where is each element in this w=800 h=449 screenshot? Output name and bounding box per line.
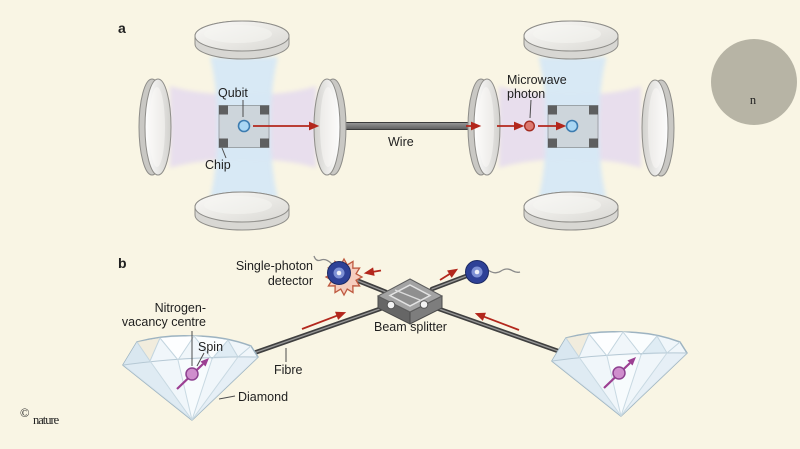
fibre-left [248, 302, 394, 357]
photon-arrows-a [253, 121, 566, 131]
qubit-dot-right [565, 119, 579, 133]
mirror-bottom-right-cavity [523, 191, 619, 231]
mirror-top-right-cavity [523, 20, 619, 60]
mirror-right-left-cavity [313, 78, 347, 176]
panel-a: a [118, 20, 675, 231]
single-photon-detector-2 [465, 260, 489, 284]
chip-label: Chip [205, 158, 231, 172]
nature-logo-letter: n [750, 93, 757, 107]
nv-centre-label-line2: vacancy centre [122, 315, 206, 329]
detector-2-wire [487, 268, 521, 274]
beam-splitter-label: Beam splitter [374, 320, 447, 334]
panel-b-letter: b [118, 255, 127, 271]
wire-label: Wire [388, 135, 414, 149]
diamond-label: Diamond [238, 390, 288, 404]
nature-wordmark: © nature [20, 406, 61, 427]
wire-bar [335, 122, 475, 130]
beam-splitter-cube [376, 278, 444, 325]
panel-b: b [118, 255, 688, 421]
mirror-right-right-cavity [641, 79, 675, 177]
detector-1-wire [313, 255, 333, 265]
mirror-top-left-cavity [194, 20, 290, 60]
microwave-photon-label-line1: Microwave [507, 73, 567, 87]
qubit-dot-left [237, 119, 251, 133]
fibre-label: Fibre [274, 363, 303, 377]
spin-dot-left [185, 367, 199, 381]
microwave-photon-label-line2: photon [507, 87, 545, 101]
diamond-leader-line [218, 395, 236, 400]
single-photon-detector-label-line1: Single-photon [236, 259, 313, 273]
wordmark-text: nature [33, 413, 60, 427]
photon-arrows-b [301, 265, 520, 331]
spin-leader-line [196, 352, 205, 367]
nature-logo: n [711, 39, 797, 125]
single-photon-detector-label-line2: detector [268, 274, 313, 288]
microwave-leader-line [529, 99, 532, 119]
spin-left [176, 355, 212, 390]
beam-splitter-port-left [386, 300, 396, 310]
chip-leader-line [221, 147, 227, 159]
spin-label: Spin [198, 340, 223, 354]
copyright-symbol: © [20, 406, 30, 420]
mirror-left-left-cavity [138, 78, 172, 176]
nv-centre-label-line1: Nitrogen- [155, 301, 206, 315]
mirror-bottom-left-cavity [194, 191, 290, 231]
nature-logo-circle [711, 39, 797, 125]
beam-splitter-port-right [419, 300, 429, 309]
single-photon-detector-1 [327, 261, 351, 285]
spin-dot-right [612, 366, 626, 380]
spin-right [603, 354, 639, 389]
qubit-label: Qubit [218, 86, 248, 100]
panel-a-letter: a [118, 20, 126, 36]
microwave-photon-dot [524, 120, 536, 132]
fibre-right [422, 301, 561, 354]
